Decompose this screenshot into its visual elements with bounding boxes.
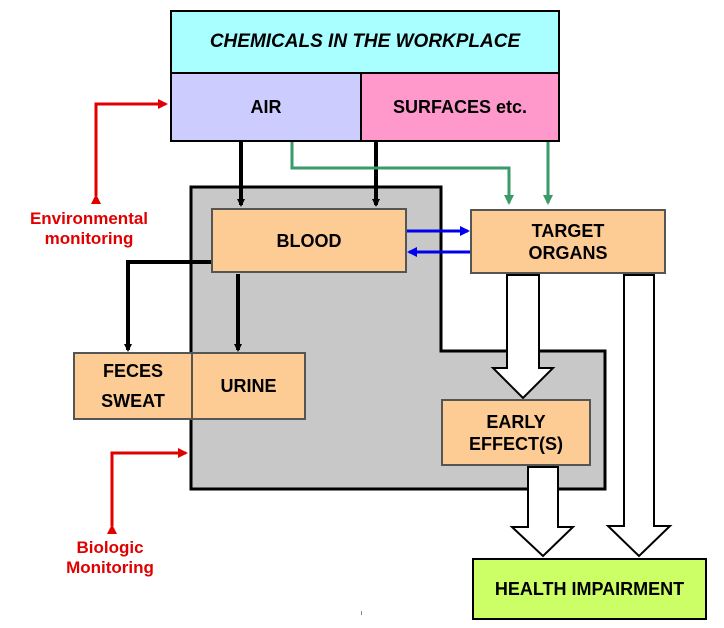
early-to-health-hollow-arrow bbox=[509, 466, 576, 558]
target-to-early-hollow-arrow bbox=[490, 274, 556, 400]
feces-label: FECES bbox=[102, 361, 163, 381]
early-effects-label-line2: EFFECT(S) bbox=[469, 433, 563, 454]
target-organs-label-line2: ORGANS bbox=[528, 242, 608, 263]
blood-label: BLOOD bbox=[276, 230, 342, 251]
blood-to-feces-arrow bbox=[124, 260, 222, 352]
health-impairment-box: HEALTH IMPAIRMENT bbox=[472, 558, 707, 620]
feces-sweat-box: FECES SWEAT bbox=[73, 352, 193, 420]
air-to-target-arrow bbox=[290, 142, 514, 205]
target-to-health-hollow-arrow bbox=[605, 274, 673, 558]
air-label: AIR bbox=[250, 97, 282, 117]
environmental-monitoring-arrow bbox=[91, 99, 168, 204]
sweat-label: SWEAT bbox=[101, 391, 165, 411]
early-effects-box: EARLY EFFECT(S) bbox=[441, 399, 591, 466]
health-impairment-label: HEALTH IMPAIRMENT bbox=[494, 579, 685, 599]
urine-label: URINE bbox=[220, 376, 277, 396]
surfaces-label: SURFACES etc. bbox=[392, 97, 528, 117]
chemicals-title: CHEMICALS IN THE WORKPLACE bbox=[209, 31, 521, 52]
early-effects-label-line1: EARLY bbox=[486, 411, 546, 432]
air-box: AIR bbox=[170, 72, 362, 142]
biologic-monitoring-line1: Biologic bbox=[76, 538, 144, 557]
surfaces-box: SURFACES etc. bbox=[360, 72, 560, 142]
chemicals-title-box: CHEMICALS IN THE WORKPLACE bbox=[170, 10, 560, 74]
biologic-monitoring-arrow bbox=[107, 448, 188, 534]
environmental-monitoring-label: Environmental monitoring bbox=[4, 209, 174, 249]
environmental-monitoring-line2: monitoring bbox=[44, 229, 134, 248]
target-organs-box: TARGET ORGANS bbox=[470, 209, 666, 274]
environmental-monitoring-line1: Environmental bbox=[29, 209, 149, 228]
dot-mark bbox=[361, 611, 362, 615]
biologic-monitoring-line2: Monitoring bbox=[66, 558, 154, 577]
biologic-monitoring-label: Biologic Monitoring bbox=[40, 538, 180, 578]
urine-box: URINE bbox=[191, 352, 306, 420]
blood-box: BLOOD bbox=[211, 208, 407, 273]
target-organs-label-line1: TARGET bbox=[531, 220, 605, 241]
